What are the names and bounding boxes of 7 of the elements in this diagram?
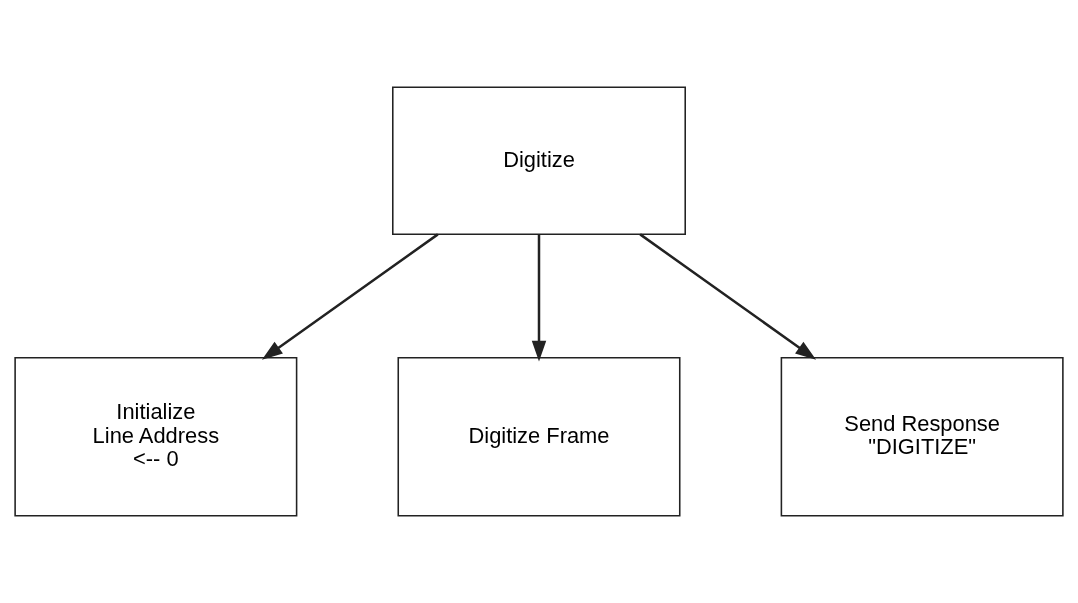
arrow [261, 233, 439, 360]
arrow [531, 234, 547, 362]
node-box: Initialize Line Address <-- 0 [14, 357, 298, 517]
node-box: Digitize Frame [397, 357, 681, 517]
node-box: Send Response "DIGITIZE" [780, 357, 1064, 517]
arrow [639, 233, 817, 360]
node-box: Digitize [392, 86, 686, 236]
